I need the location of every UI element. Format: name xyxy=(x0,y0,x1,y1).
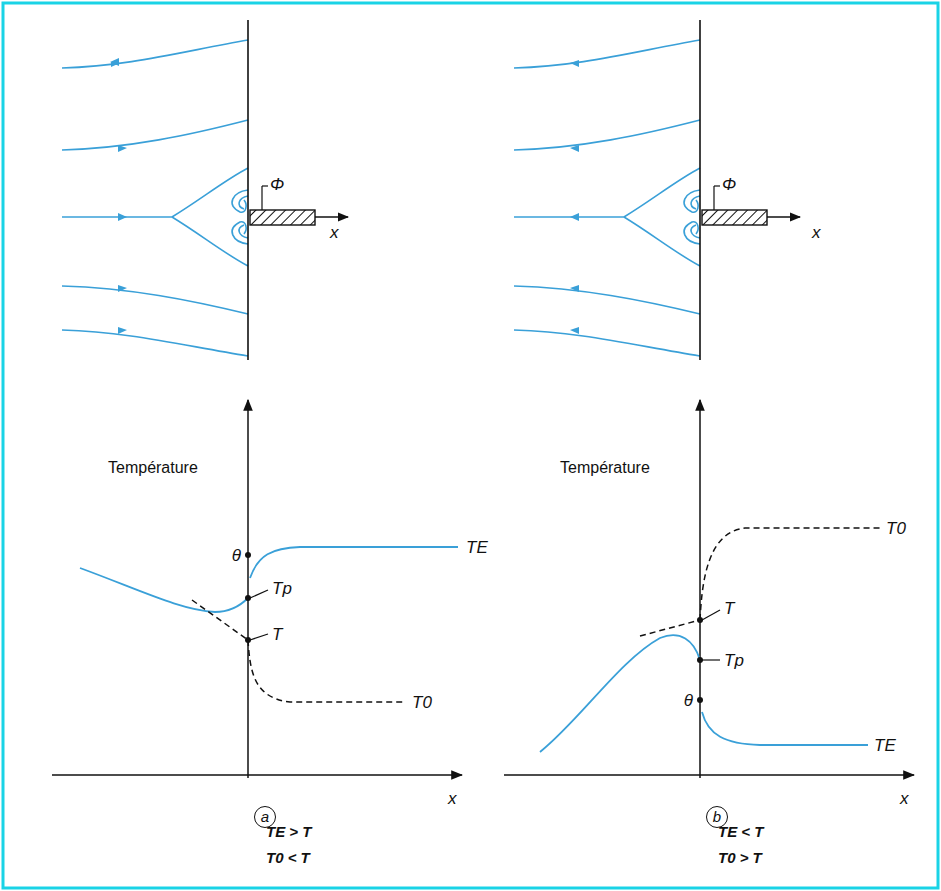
axis-title: Température xyxy=(108,460,198,476)
axis-label: x xyxy=(900,790,909,807)
condition-text: TE < T xyxy=(718,824,763,839)
condition-text: T0 > T xyxy=(718,850,762,865)
curve-label: T0 xyxy=(412,694,432,711)
axis-label: x xyxy=(812,224,821,241)
curve-label: Tp xyxy=(724,652,744,669)
axis-title: Température xyxy=(560,460,650,476)
axis-label: x xyxy=(330,224,339,241)
flux-symbol: Φ xyxy=(722,176,736,193)
curve-label: T xyxy=(272,626,282,643)
condition-text: TE > T xyxy=(266,824,311,839)
flux-symbol: Φ xyxy=(270,176,284,193)
curve-label: T0 xyxy=(886,520,906,537)
condition-text: T0 < T xyxy=(266,850,310,865)
curve-label: Tp xyxy=(272,580,292,597)
curve-label: T xyxy=(724,600,734,617)
curve-label: TE xyxy=(874,737,896,754)
temperature-label: θ xyxy=(232,547,241,564)
curve-label: TE xyxy=(466,539,488,556)
temperature-label: θ xyxy=(684,692,693,709)
axis-label: x xyxy=(448,790,457,807)
